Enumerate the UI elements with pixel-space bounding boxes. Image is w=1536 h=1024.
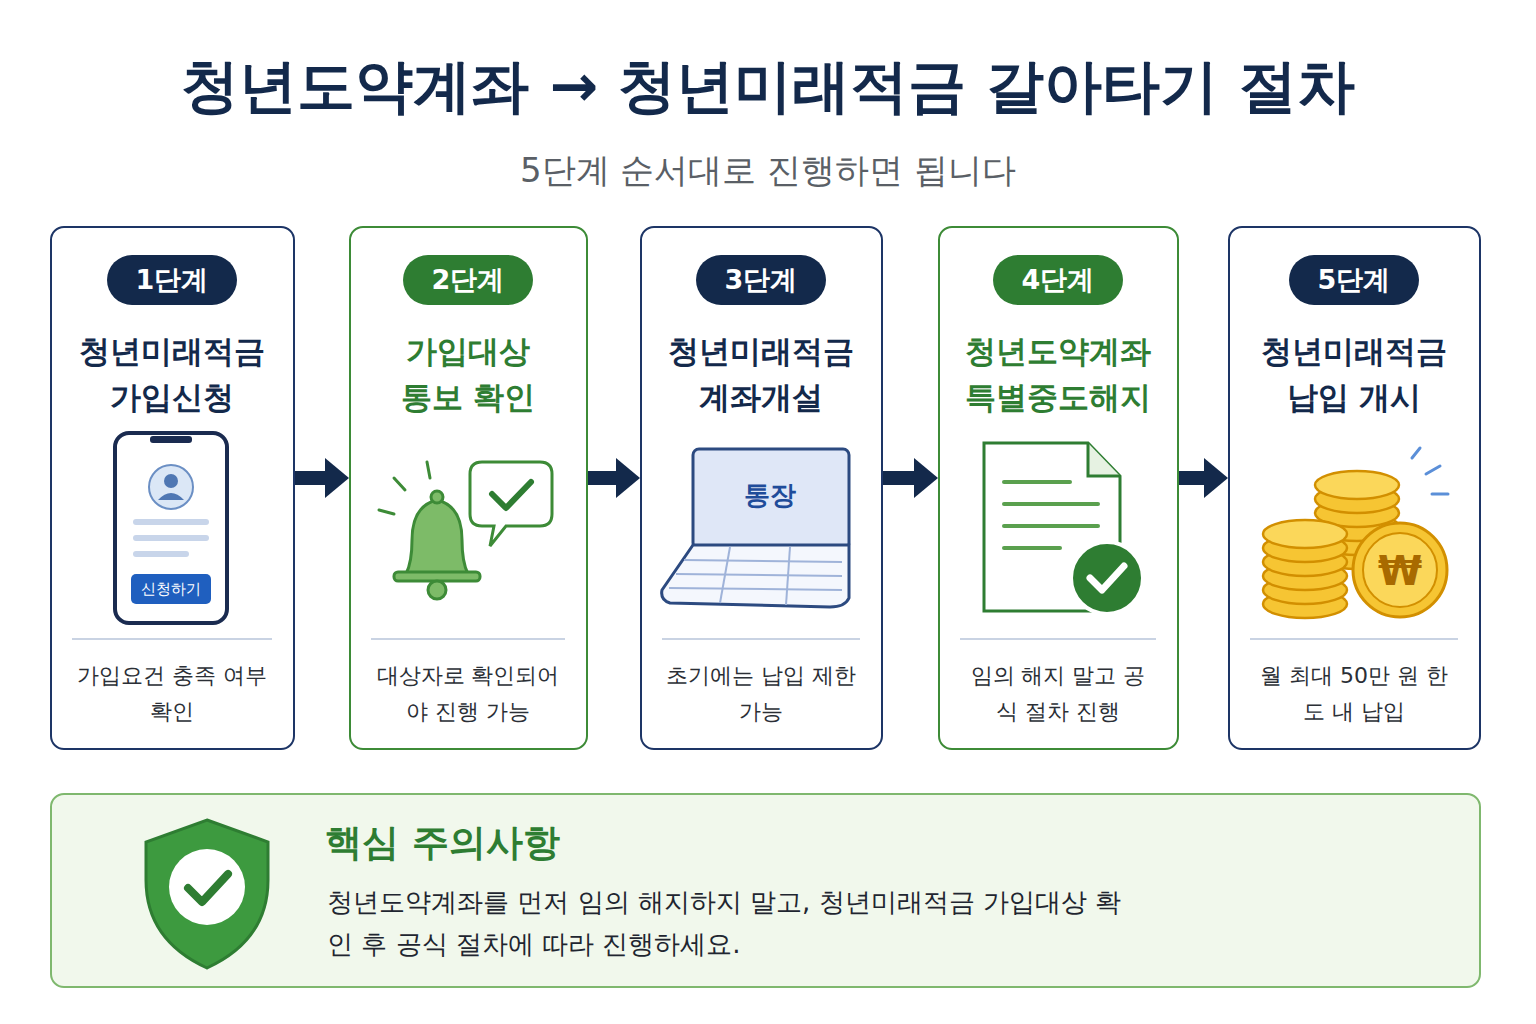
badge-text: 5단계 [1289,255,1419,305]
badge-text: 2단계 [403,255,533,305]
note-body: 청년도약계좌를 먼저 임의 해지하지 말고, 청년미래적금 가입대상 확인 후 … [327,881,1127,965]
subtitle-text: 5단계 순서대로 진행하면 됩니다 [0,148,1536,192]
diagram-title: 청년도약계좌 → 청년미래적금 갈아타기 절차 [0,48,1536,124]
step-badge: 3단계 [696,255,826,305]
flow-arrow [295,458,349,498]
step-heading: 청년미래적금 가입신청 [67,328,277,420]
step-badge: 4단계 [993,255,1123,305]
step-heading: 가입대상 통보 확인 [388,328,548,420]
step-badge: 2단계 [403,255,533,305]
step-heading: 청년미래적금 납입 개시 [1249,328,1459,420]
step-description: 초기에는 납입 제한 가능 [662,638,860,730]
step-badge: 5단계 [1289,255,1419,305]
flow-arrow [1179,458,1228,498]
passbook-label: 통장 [700,478,840,512]
flow-arrow [588,458,640,498]
step-box: 청년도약계좌 특별중도해지임의 해지 말고 공식 절차 진행 4단계 [938,226,1179,750]
step-description: 가입요건 충족 여부 확인 [72,638,272,730]
arrow-head [914,458,938,498]
step-description: 월 최대 50만 원 한도 내 납입 [1250,638,1458,730]
arrow-shaft [1179,471,1206,485]
badge-text: 1단계 [107,255,237,305]
note-heading: 핵심 주의사항 [325,817,925,869]
step-description: 대상자로 확인되어야 진행 가능 [371,638,565,730]
step-heading: 청년미래적금 계좌개설 [656,328,866,420]
step-box: 가입대상 통보 확인대상자로 확인되어야 진행 가능 2단계 [349,226,588,750]
step-heading: 청년도약계좌 특별중도해지 [951,328,1166,420]
arrow-head [325,458,349,498]
flow-arrow [883,458,938,498]
won-symbol: ₩ [1360,545,1440,597]
arrow-head [616,458,640,498]
note-box: 핵심 주의사항청년도약계좌를 먼저 임의 해지하지 말고, 청년미래적금 가입대… [50,793,1481,988]
badge-text: 4단계 [993,255,1123,305]
arrow-shaft [883,471,916,485]
button-label: 신청하기 [131,574,211,604]
badge-text: 3단계 [696,255,826,305]
step-box: 청년미래적금 납입 개시월 최대 50만 원 한도 내 납입 5단계 [1228,226,1481,750]
step-badge: 1단계 [107,255,237,305]
arrow-head [1204,458,1228,498]
step-box: 청년미래적금 가입신청가입요건 충족 여부 확인 1단계 [50,226,295,750]
arrow-shaft [588,471,618,485]
arrow-shaft [295,471,327,485]
step-description: 임의 해지 말고 공식 절차 진행 [960,638,1156,730]
